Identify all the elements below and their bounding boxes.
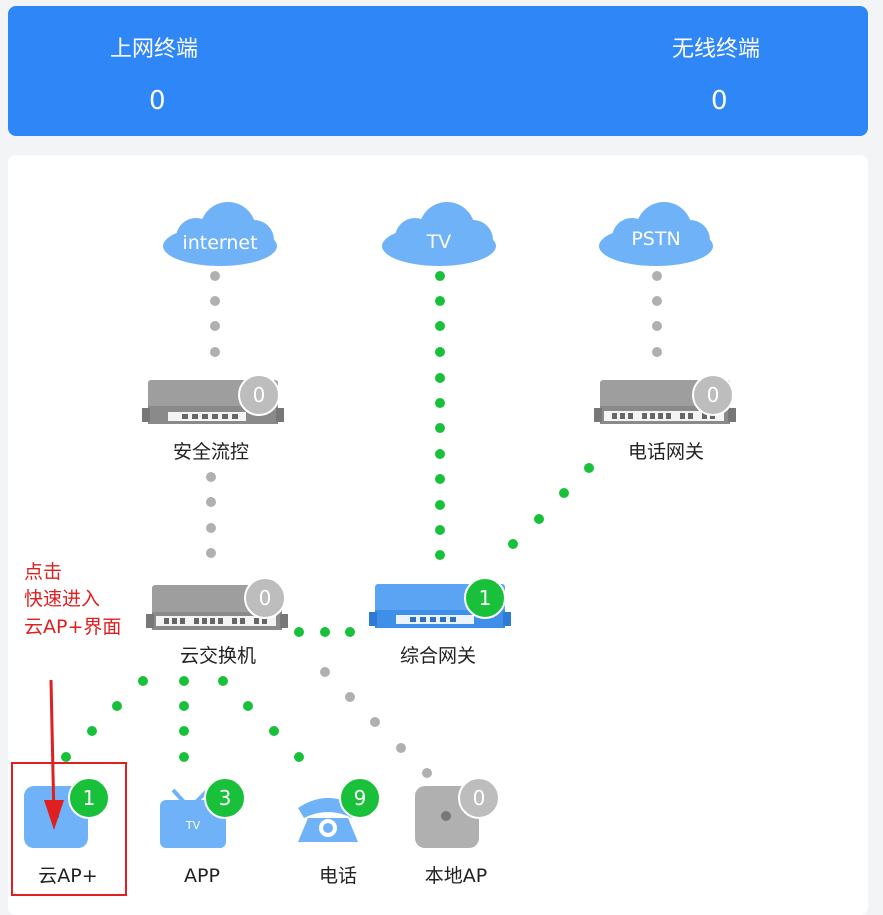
security-count-badge (238, 374, 280, 416)
link-switch-cloud-ap (61, 676, 148, 762)
phone-gateway-count: 0 (707, 383, 720, 407)
hint-line-1: 点击 (24, 561, 62, 583)
link-switch-phone (218, 676, 304, 762)
link-gateway-local-ap (320, 667, 432, 778)
cloud-switch-count-badge (244, 577, 286, 619)
integrated-gateway-device[interactable]: 1 综合网关 (369, 577, 511, 667)
cloud-ap-count: 1 (83, 786, 96, 810)
link-tv-gateway (435, 271, 445, 560)
phone-count: 9 (354, 786, 367, 810)
cloud-ap-count-badge (68, 777, 110, 819)
link-switch-app (179, 676, 189, 762)
tv-cloud: TV (382, 202, 496, 266)
pstn-cloud-label: PSTN (631, 228, 680, 250)
hint-line-2: 快速进入 (24, 588, 100, 610)
local-ap-label: 本地AP (425, 865, 487, 887)
link-internet-security (210, 271, 220, 357)
link-security-switch (206, 472, 216, 558)
cloud-switch-label: 云交换机 (180, 645, 256, 667)
phone-count-badge (339, 777, 381, 819)
cloud-ap-label: 云AP+ (38, 865, 97, 887)
local-ap-count-badge (458, 777, 500, 819)
app-tv-device[interactable]: TV 3 APP (160, 777, 246, 887)
link-pstn-phone-gateway (652, 271, 662, 357)
phone-gateway-label: 电话网关 (628, 441, 704, 463)
tv-cloud-label: TV (426, 231, 452, 253)
cloud-ap-plus-device[interactable]: 1 云AP+ (24, 777, 110, 887)
click-hint-annotation: 点击 快速进入 云AP+界面 (24, 561, 121, 830)
app-label: APP (184, 865, 220, 887)
terminal-stats-banner: 上网终端 0 无线终端 0 (8, 6, 868, 136)
cloud-ap-highlight-box (11, 762, 127, 896)
phone-gateway-device[interactable]: 0 电话网关 (594, 374, 736, 463)
security-label: 安全流控 (173, 441, 249, 463)
hint-arrow-head-icon (44, 800, 64, 830)
phone-label: 电话 (319, 865, 357, 887)
app-count: 3 (219, 786, 232, 810)
gateway-count: 1 (479, 586, 492, 610)
online-terminal-label: 上网终端 (110, 37, 199, 62)
phone-gateway-count-badge (692, 374, 734, 416)
hint-arrow-shaft (49, 679, 56, 821)
app-count-badge (204, 777, 246, 819)
cloud-switch-count: 0 (259, 586, 272, 610)
local-ap-count: 0 (473, 786, 486, 810)
link-gateway-switch (294, 627, 355, 637)
link-phone-gateway-gateway (508, 463, 594, 549)
security-flow-control-device[interactable]: 0 安全流控 (142, 374, 284, 463)
pstn-cloud: PSTN (599, 202, 713, 266)
local-ap-device[interactable]: 0 本地AP (415, 777, 500, 887)
wireless-terminal-count[interactable]: 0 (711, 86, 728, 116)
gateway-label: 综合网关 (400, 645, 476, 667)
wireless-terminal-label: 无线终端 (672, 37, 761, 62)
cloud-switch-device[interactable]: 0 云交换机 (146, 577, 288, 667)
online-terminal-count[interactable]: 0 (149, 86, 166, 116)
telephone-device[interactable]: 9 电话 (298, 777, 381, 887)
internet-cloud: internet (163, 202, 277, 266)
gateway-count-badge (464, 577, 506, 619)
hint-line-3: 云AP+界面 (24, 616, 121, 638)
security-count: 0 (253, 383, 266, 407)
app-tv-screen-text: TV (185, 819, 201, 832)
internet-cloud-label: internet (182, 232, 257, 254)
